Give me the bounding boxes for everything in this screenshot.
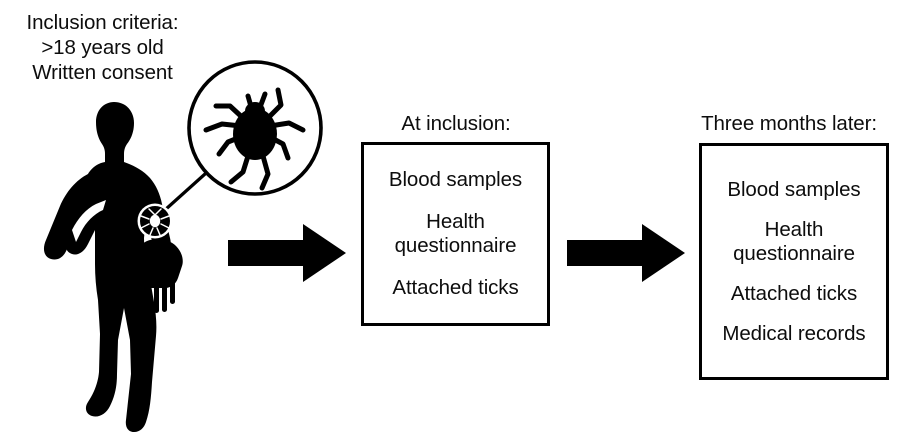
inclusion-criteria-line-2: >18 years old: [41, 36, 164, 59]
human-silhouette-icon: [43, 102, 183, 432]
stage-three-months-later: Three months later: Blood samples Health…: [678, 112, 900, 380]
stage-inclusion-heading: At inclusion:: [401, 112, 511, 135]
inclusion-criteria-caption: Inclusion criteria: >18 years old Writte…: [0, 10, 205, 85]
arrow-to-inclusion: [228, 222, 348, 284]
hand-icon: [137, 239, 183, 313]
stage-followup-item-blood-samples: Blood samples: [727, 177, 861, 201]
stage-inclusion-box: Blood samples Health questionnaire Attac…: [361, 142, 550, 326]
tick-insect-icon: [203, 87, 306, 191]
arrow-right-icon: [228, 224, 346, 282]
inclusion-criteria-line-1: Inclusion criteria:: [26, 11, 179, 34]
magnifying-glass-icon: [187, 60, 323, 196]
stage-inclusion-item-health-questionnaire: Health questionnaire: [394, 210, 517, 257]
tick-bite-marker-icon: [137, 203, 173, 239]
stage-inclusion-item-attached-ticks: Attached ticks: [392, 276, 519, 299]
stage-followup-box: Blood samples Health questionnaire Attac…: [699, 143, 889, 380]
arrow-right-icon: [567, 224, 685, 282]
stage-followup-item-health-questionnaire: Health questionnaire: [733, 217, 855, 265]
stage-followup-item-medical-records: Medical records: [722, 321, 866, 345]
inclusion-criteria-line-3: Written consent: [32, 61, 173, 84]
arrow-to-followup: [567, 222, 687, 284]
stage-followup-heading: Three months later:: [701, 112, 877, 135]
stage-at-inclusion: At inclusion: Blood samples Health quest…: [346, 112, 566, 326]
participant-illustration: [0, 52, 340, 432]
stage-inclusion-item-blood-samples: Blood samples: [388, 168, 523, 191]
stage-followup-item-attached-ticks: Attached ticks: [730, 281, 858, 305]
